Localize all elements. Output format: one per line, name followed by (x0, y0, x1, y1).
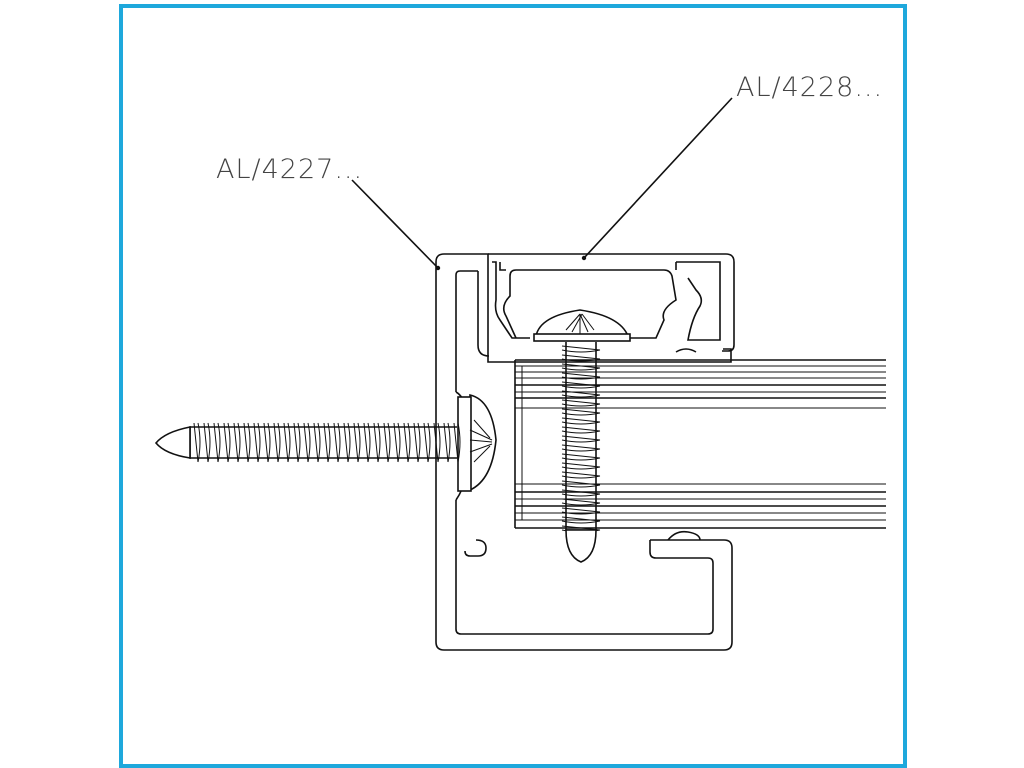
leader-dot-frame (435, 265, 441, 271)
cap-profile (488, 253, 735, 352)
label-frame-profile: AL/4227... (216, 154, 363, 185)
label-cap-profile: AL/4228... (736, 72, 883, 103)
leader-line-cap (583, 97, 733, 259)
panel-sheet (514, 359, 886, 529)
screw-icon (154, 393, 497, 492)
screw-icon (533, 309, 631, 563)
leader-line-frame (351, 179, 439, 269)
leader-dot-cap (581, 255, 587, 261)
diagram-frame (119, 4, 907, 768)
